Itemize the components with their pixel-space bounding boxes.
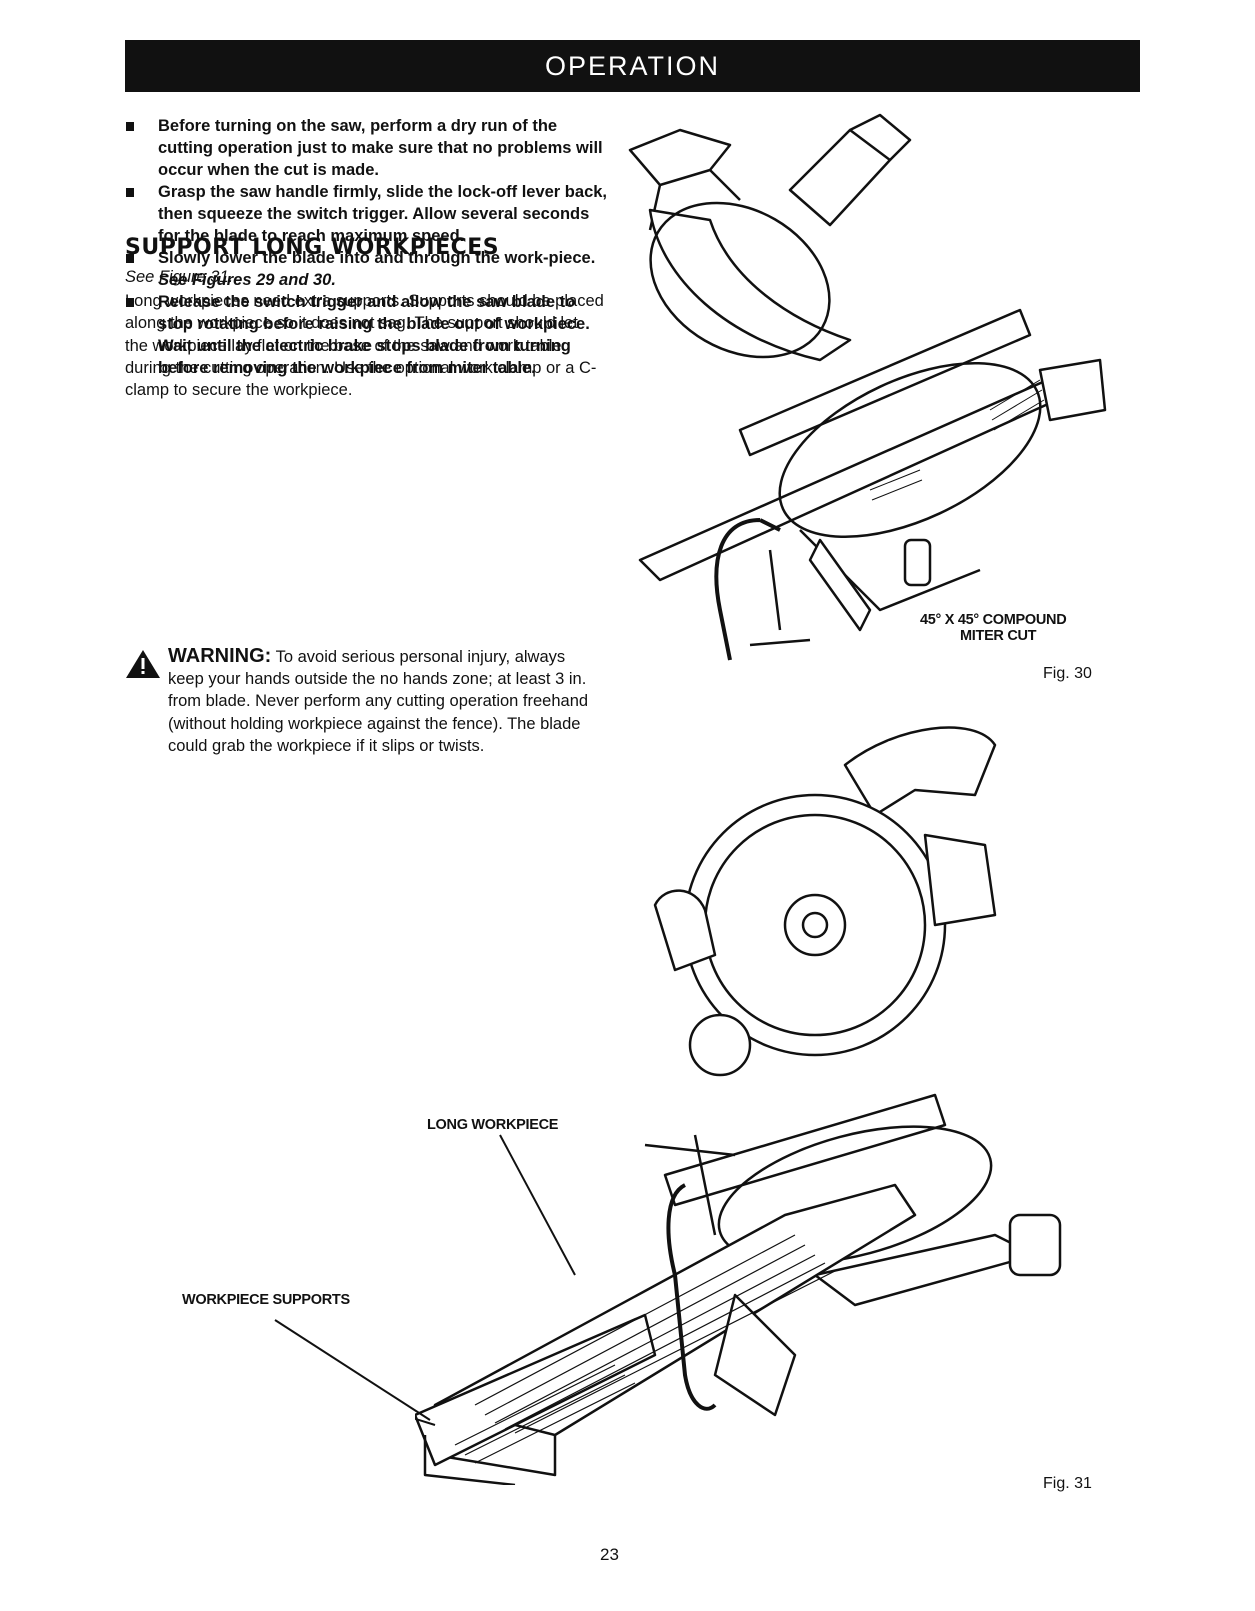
warning-body: WARNING: To avoid serious personal injur…	[168, 645, 598, 757]
callout-line: MITER CUT	[960, 628, 1037, 644]
step-text: Grasp the saw handle firmly, slide the l…	[158, 183, 608, 245]
step-text: Release the switch trigger and allow the…	[158, 293, 590, 377]
figure-30-illustration	[628, 113, 1107, 661]
figure-30-label: Fig. 30	[1043, 665, 1092, 682]
body-paragraph: Long workpieces need extra supports. Sup…	[125, 292, 604, 400]
callout-line: 45° X 45° COMPOUND	[920, 612, 1067, 628]
list-item: Grasp the saw handle firmly, slide the l…	[122, 181, 612, 247]
figure-31-label: Fig. 31	[1043, 1475, 1092, 1492]
step-text: Before turning on the saw, perform a dry…	[158, 117, 603, 179]
warning-triangle-icon	[126, 650, 160, 678]
bullet-square-icon	[126, 188, 134, 197]
warning-text: To avoid serious personal injury, always…	[168, 648, 589, 755]
section-header: OPERATION	[125, 40, 1140, 92]
list-item: Release the switch trigger and allow the…	[122, 291, 612, 379]
bullet-square-icon	[126, 298, 134, 307]
section-title: SUPPORT LONG WORKPIECES	[125, 235, 500, 260]
page-number: 23	[600, 1545, 619, 1564]
figure-31-callout-workpiece-supports: WORKPIECE SUPPORTS	[182, 1292, 350, 1308]
operation-steps-list: Before turning on the saw, perform a dry…	[122, 115, 612, 379]
step-text: Slowly lower the blade into and through …	[158, 249, 596, 267]
figure-31-illustration	[415, 726, 1062, 1485]
list-item: Slowly lower the blade into and through …	[122, 247, 612, 291]
section-header-title: OPERATION	[544, 50, 721, 81]
warning-label: WARNING:	[168, 645, 272, 667]
figure-31-callout-long-workpiece: LONG WORKPIECE	[427, 1117, 559, 1133]
list-item: Before turning on the saw, perform a dry…	[122, 115, 612, 181]
bullet-square-icon	[126, 254, 134, 263]
workpiece-supports-leader	[274, 1319, 431, 1421]
figure-30-callout: 45° X 45° COMPOUND MITER CUT	[920, 612, 1067, 644]
figure-reference: See Figures 29 and 30.	[158, 271, 336, 289]
figure-reference: See Figure 31.	[125, 268, 234, 286]
bullet-square-icon	[126, 122, 134, 131]
